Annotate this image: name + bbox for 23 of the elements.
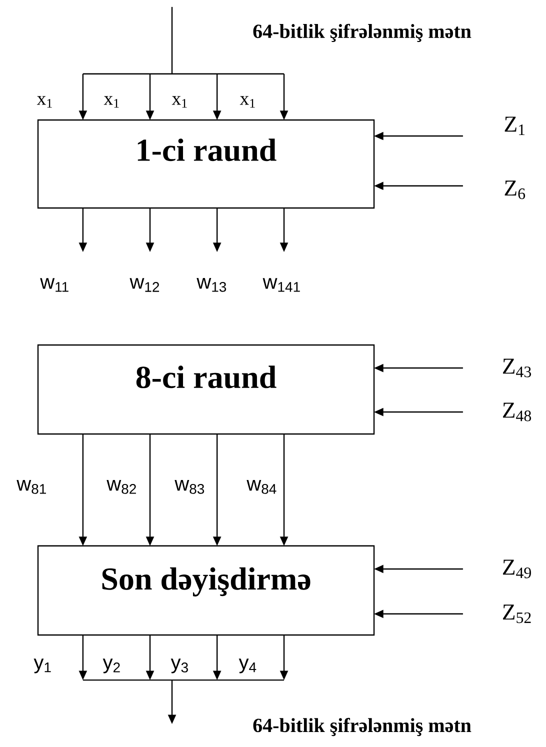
signal-label: y$_{3}$ xyxy=(170,658,188,674)
caption-text: 64-bitlik şifrələnmiş mətn xyxy=(253,24,472,42)
signal-label: y$_{2}$ xyxy=(102,658,120,674)
process-box: 8-ci raund xyxy=(37,344,375,435)
signal-label: Z$_{43}$ xyxy=(502,358,531,378)
signal-label: w$_{141}$ xyxy=(262,278,300,292)
process-box: Son dəyişdirmə xyxy=(37,545,375,636)
caption-text: 64-bitlik şifrələnmiş mətn xyxy=(253,718,472,736)
signal-label: Z$_{52}$ xyxy=(502,604,531,624)
signal-label: Z$_{6}$ xyxy=(504,180,526,200)
signal-label: w$_{82}$ xyxy=(106,480,136,494)
signal-label: w$_{81}$ xyxy=(16,480,46,494)
signal-label: y$_{4}$ xyxy=(238,658,256,674)
signal-label: w$_{12}$ xyxy=(130,278,160,292)
signal-label: w$_{13}$ xyxy=(196,278,226,292)
process-box: 1-ci raund xyxy=(37,119,375,209)
signal-label: Z$_{48}$ xyxy=(502,402,532,422)
signal-label: y$_{1}$ xyxy=(34,658,51,674)
signal-label: w$_{83}$ xyxy=(174,480,204,494)
signal-label: Z$_{1}$ xyxy=(504,116,525,136)
signal-label: w$_{11}$ xyxy=(40,278,68,292)
signal-label: Z$_{49}$ xyxy=(502,560,531,578)
signal-label: w$_{84}$ xyxy=(246,480,276,494)
